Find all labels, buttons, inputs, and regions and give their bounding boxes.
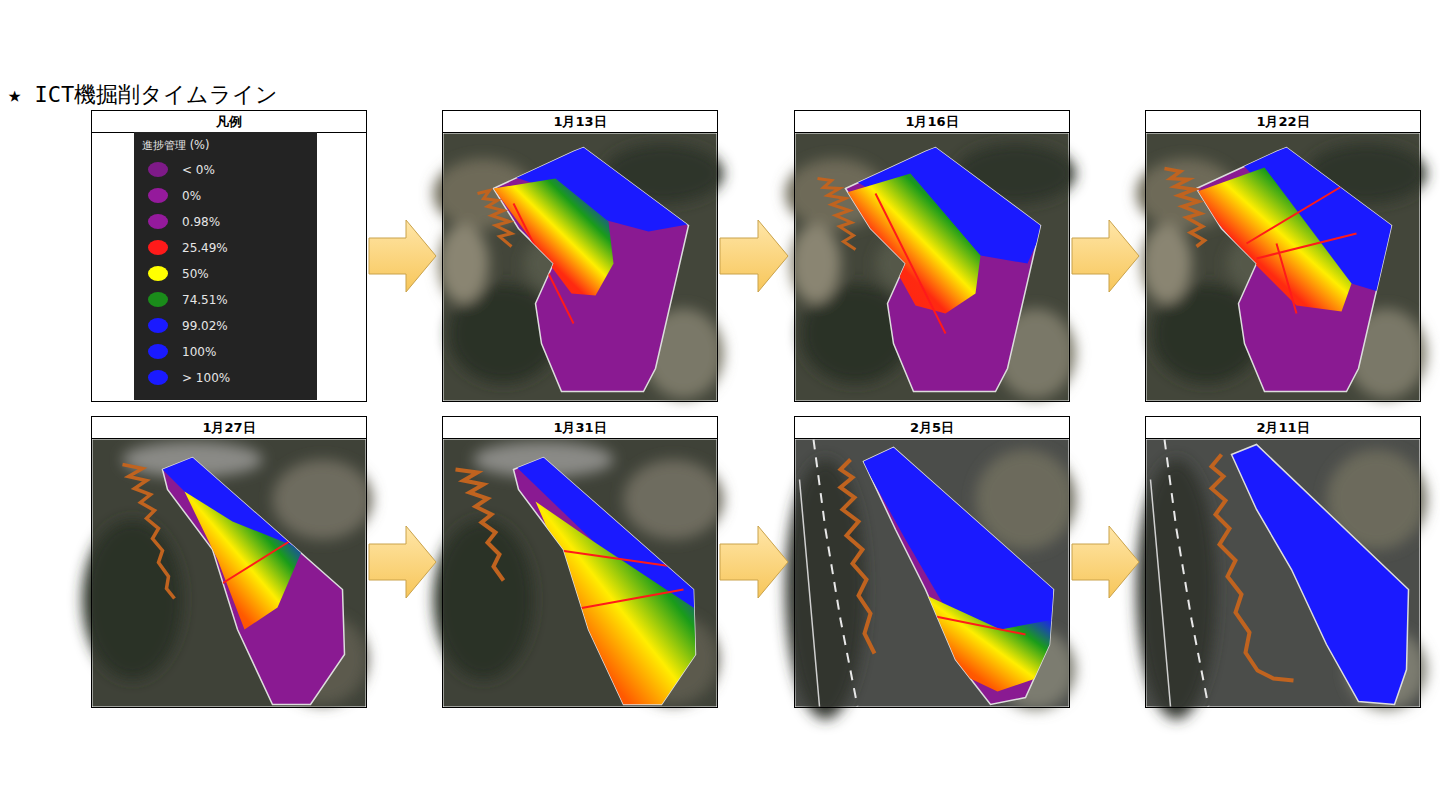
legend-item: 0.98% — [134, 209, 220, 235]
legend-panel: 進捗管理 (%) < 0% 0% 0.98% 25.49% 50% 74.51% 99.02%… — [134, 132, 317, 400]
legend-heading: 進捗管理 (%) — [134, 132, 317, 153]
legend-item: 99.02% — [134, 313, 228, 339]
timeline-panel: 1月22日 — [1145, 110, 1421, 402]
date-label: 1月16日 — [905, 113, 958, 131]
legend-swatch — [148, 266, 168, 281]
legend-swatch — [148, 214, 168, 229]
legend-swatch — [148, 240, 168, 255]
legend-item: < 0% — [134, 157, 215, 183]
timeline-panel: 1月13日 — [442, 110, 718, 402]
legend-text: 100% — [182, 345, 216, 359]
panel-header: 2月5日 — [795, 417, 1069, 439]
page-title: ★ ICT機掘削タイムライン — [8, 80, 278, 110]
legend-text: < 0% — [182, 163, 215, 177]
legend-text: 25.49% — [182, 241, 228, 255]
panel-header: 凡例 — [92, 111, 366, 133]
legend-text: 0.98% — [182, 215, 220, 229]
legend-item: > 100% — [134, 365, 230, 391]
panel-header: 1月27日 — [92, 417, 366, 439]
date-label: 1月13日 — [553, 113, 606, 131]
block-arrow — [720, 220, 788, 292]
timeline-panel: 1月27日 — [91, 416, 367, 708]
block-arrow — [369, 526, 436, 598]
legend-box: 凡例進捗管理 (%) < 0% 0% 0.98% 25.49% 50% 74.51% 99.0… — [91, 110, 367, 402]
date-label: 1月22日 — [1256, 113, 1309, 131]
timeline-panel: 2月5日 — [794, 416, 1070, 708]
legend-item: 0% — [134, 183, 201, 209]
timeline-panel: 2月11日 — [1145, 416, 1421, 708]
legend-text: > 100% — [182, 371, 230, 385]
block-arrow — [720, 526, 788, 598]
block-arrow — [1072, 220, 1139, 292]
legend-swatch — [148, 318, 168, 333]
date-label: 2月5日 — [910, 419, 954, 437]
timeline-panel: 1月16日 — [794, 110, 1070, 402]
legend-swatch — [148, 162, 168, 177]
date-label: 1月27日 — [202, 419, 255, 437]
panel-header: 1月13日 — [443, 111, 717, 133]
legend-text: 50% — [182, 267, 209, 281]
legend-text: 0% — [182, 189, 201, 203]
timeline-panel: 1月31日 — [442, 416, 718, 708]
legend-swatch — [148, 370, 168, 385]
legend-text: 74.51% — [182, 293, 228, 307]
legend-title: 凡例 — [216, 113, 242, 131]
legend-swatch — [148, 292, 168, 307]
legend-item: 74.51% — [134, 287, 228, 313]
legend-swatch — [148, 188, 168, 203]
legend-swatch — [148, 344, 168, 359]
date-label: 1月31日 — [553, 419, 606, 437]
block-arrow — [1072, 526, 1139, 598]
legend-item: 100% — [134, 339, 216, 365]
legend-text: 99.02% — [182, 319, 228, 333]
date-label: 2月11日 — [1256, 419, 1309, 437]
legend-item: 25.49% — [134, 235, 228, 261]
panel-header: 1月16日 — [795, 111, 1069, 133]
panel-header: 1月31日 — [443, 417, 717, 439]
panel-header: 1月22日 — [1146, 111, 1420, 133]
panel-header: 2月11日 — [1146, 417, 1420, 439]
block-arrow — [369, 220, 436, 292]
legend-item: 50% — [134, 261, 209, 287]
